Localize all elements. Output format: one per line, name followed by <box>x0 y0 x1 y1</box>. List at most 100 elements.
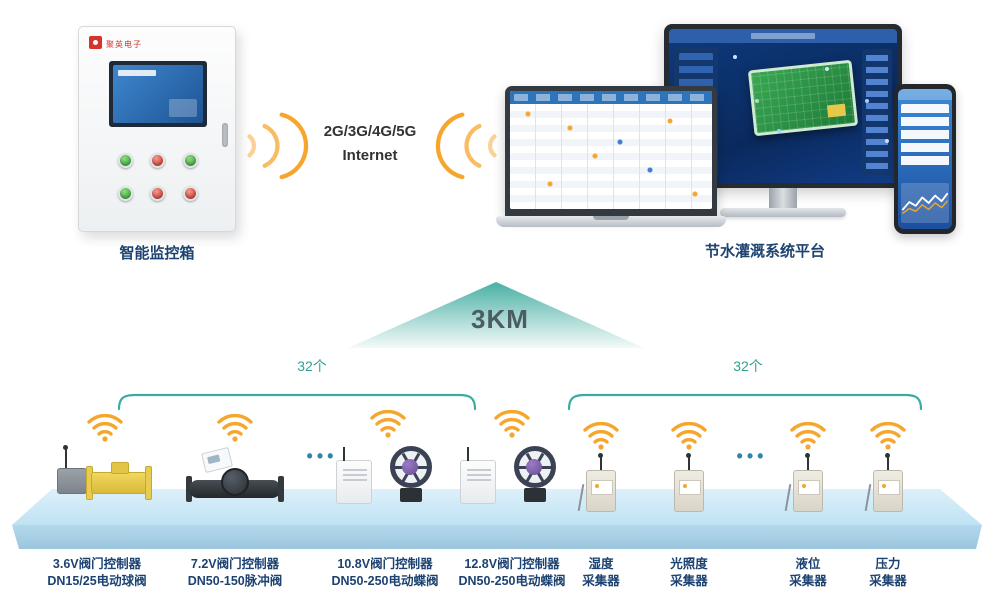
station-label: 10.8V阀门控制器 DN50-250电动蝶阀 <box>318 556 452 590</box>
wifi-signal-icon <box>217 414 253 442</box>
sensor-station-level <box>748 422 868 512</box>
brand-logo-icon <box>89 36 102 49</box>
device-ball-valve <box>53 445 157 510</box>
wheel-hub <box>526 459 542 475</box>
valve-flange <box>278 476 284 502</box>
station-label-line2: DN15/25电动球阀 <box>47 573 147 588</box>
data-table <box>510 104 712 209</box>
internet-label: Internet <box>342 147 398 164</box>
valve-flange <box>145 466 152 500</box>
station-label: 光照度 采集器 <box>622 556 756 590</box>
station-label-line2: DN50-250电动蝶阀 <box>331 573 439 588</box>
phone-data-rows <box>901 104 949 166</box>
antenna-icon <box>598 453 603 471</box>
valve-body <box>91 462 147 494</box>
station-label: 液位 采集器 <box>741 556 875 590</box>
signal-waves-left-icon <box>247 112 309 180</box>
ellipsis: ••• <box>306 446 338 466</box>
device-sensor <box>571 453 631 512</box>
green-button-icon <box>117 186 133 201</box>
wifi-signal-icon <box>583 422 619 450</box>
network-types: 2G/3G/4G/5G <box>323 123 417 140</box>
station-label-line2: DN50-150脉冲阀 <box>187 573 283 588</box>
station-label: 3.6V阀门控制器 DN15/25电动球阀 <box>30 556 164 590</box>
station-label: 12.8V阀门控制器 DN50-250电动蝶阀 <box>445 556 579 590</box>
monitor-stand-neck <box>769 188 797 210</box>
dashboard-map-dots <box>733 55 737 59</box>
left-group-bracket <box>117 393 477 411</box>
controller-box <box>336 447 372 504</box>
sensor-body <box>674 470 704 512</box>
sensor-station-humidity <box>541 422 661 512</box>
monitor-stand-base <box>720 208 846 217</box>
signal-waves-right-icon <box>435 112 497 180</box>
line-chart-icon <box>901 192 949 214</box>
station-label-line2: 采集器 <box>789 573 827 588</box>
sensor-body <box>586 470 616 512</box>
valve-station-butterfly-2 <box>452 410 572 506</box>
sensor-body <box>873 470 903 512</box>
valve-gearbox <box>400 488 422 502</box>
wifi-signal-icon <box>870 422 906 450</box>
cabinet-screen <box>109 61 207 127</box>
device-sensor <box>778 453 838 512</box>
green-button-icon <box>117 153 133 168</box>
smartphone <box>894 84 956 234</box>
station-label-line2: 采集器 <box>869 573 907 588</box>
sensor-station-pressure <box>828 422 948 512</box>
right-group-count: 32个 <box>733 358 763 374</box>
green-button-icon <box>183 153 199 168</box>
cabinet-button-panel <box>109 153 207 201</box>
station-label-line2: 采集器 <box>670 573 708 588</box>
controller-box <box>460 447 496 504</box>
station-label-line1: 液位 <box>795 557 821 571</box>
sensor-probe <box>577 484 585 511</box>
antenna-icon <box>686 453 691 471</box>
station-label-line1: 3.6V阀门控制器 <box>52 557 142 571</box>
red-button-icon <box>150 186 166 201</box>
system-platform-label: 节水灌溉系统平台 <box>704 243 825 260</box>
station-label-line1: 光照度 <box>670 557 708 571</box>
valve-gearbox <box>524 488 546 502</box>
antenna-icon <box>885 453 890 471</box>
station-label-line2: DN50-250电动蝶阀 <box>458 573 566 588</box>
ground-platform <box>12 489 982 549</box>
phone-screen <box>898 89 952 229</box>
red-button-icon <box>150 153 166 168</box>
phone-chart <box>901 183 949 223</box>
red-button-icon <box>183 186 199 201</box>
laptop-base <box>496 216 726 227</box>
station-label-line1: 湿度 <box>588 557 614 571</box>
antenna-icon <box>63 445 68 468</box>
sensor-body <box>793 470 823 512</box>
range-label: 3KM <box>471 304 529 334</box>
laptop <box>496 86 726 228</box>
cabinet-screen-content <box>113 65 203 123</box>
range-triangle <box>348 282 644 348</box>
dashboard-header <box>669 29 897 43</box>
station-label: 7.2V阀门控制器 DN50-150脉冲阀 <box>168 556 302 590</box>
device-butterfly-valve <box>452 444 572 506</box>
antenna-icon <box>805 453 810 471</box>
valve-handwheel <box>390 446 432 488</box>
dashboard-right-panel <box>862 49 892 175</box>
network-label: 2G/3G/4G/5G Internet <box>308 120 432 168</box>
wifi-signal-icon <box>671 422 707 450</box>
wifi-signal-icon <box>370 410 406 438</box>
wifi-signal-icon <box>87 414 123 442</box>
device-pulse-valve <box>183 446 287 510</box>
valve-station-butterfly-1 <box>328 410 448 506</box>
table-header-bar <box>510 91 712 104</box>
station-label-line1: 12.8V阀门控制器 <box>464 557 560 571</box>
wifi-signal-icon <box>790 422 826 450</box>
phone-app-header <box>898 89 952 100</box>
station-label: 压力 采集器 <box>821 556 955 590</box>
station-label-line1: 7.2V阀门控制器 <box>190 557 280 571</box>
controller-box <box>57 468 87 494</box>
device-sensor <box>858 453 918 512</box>
device-butterfly-valve <box>328 444 448 506</box>
station-label-line2: 采集器 <box>582 573 620 588</box>
circuit-board-image <box>747 59 859 137</box>
left-group-count: 32个 <box>297 358 327 374</box>
